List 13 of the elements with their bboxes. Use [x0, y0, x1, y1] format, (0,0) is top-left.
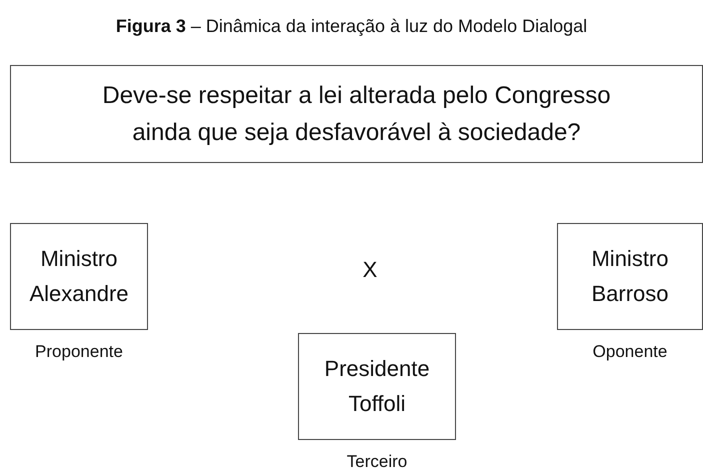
participant-box — [557, 223, 703, 330]
participant-box — [10, 223, 148, 330]
participant-box — [298, 333, 456, 440]
figure-title: Figura 3 – Dinâmica da interação à luz do Modelo Dialogal — [114, 16, 588, 37]
role-caption: Oponente — [592, 342, 668, 362]
question-box — [10, 65, 703, 163]
participant-name: Presidente Toffoli — [323, 355, 431, 418]
participant-name: Ministro Barroso — [590, 245, 670, 308]
versus-mark: X — [362, 257, 378, 283]
role-caption: Proponente — [34, 342, 124, 362]
participant-name: Ministro Alexandre — [28, 245, 130, 308]
question-text: Deve-se respeitar a lei alterada pelo Congresso ainda que seja desfavorável à sociedade? — [101, 80, 612, 148]
role-caption: Terceiro — [346, 452, 408, 471]
